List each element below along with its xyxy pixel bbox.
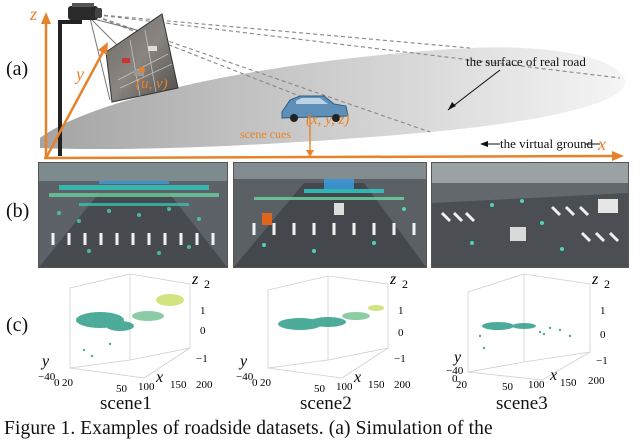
scene1-y-tick-2: 0 (54, 377, 60, 389)
scene1-z-tick-1: 1 (200, 305, 206, 317)
image-plane (105, 13, 179, 103)
scene2-photo (233, 162, 427, 268)
scene2-y-tick-2: 0 (252, 377, 258, 389)
scene1-y-tick-1: −40 (38, 371, 56, 383)
axis-x-label: x (597, 134, 606, 154)
scene3-z-tick-1: 1 (600, 305, 606, 317)
scene3-z-label: z (591, 271, 599, 288)
scene1-x-tick-4: 200 (196, 379, 213, 391)
scene1-photo (38, 162, 228, 268)
scene3-x-label: x (549, 367, 557, 384)
scene2-z-tick-1: 1 (398, 305, 404, 317)
scene3-z-tick-3: −1 (596, 355, 608, 367)
scene3-y-label: y (452, 349, 462, 366)
scene3-x-tick-2: 100 (528, 379, 545, 391)
scene1-y-tick-3: 20 (62, 377, 74, 389)
point-coord-label: (x, y, z) (306, 112, 349, 128)
scene2-z-tick-3: −1 (394, 353, 406, 365)
panel-a-diagram: z y x (u, v) (x, y, z) scene cues the su… (29, 3, 626, 161)
scene2-x-tick-3: 150 (368, 379, 385, 391)
scene1-z-label: z (191, 271, 199, 288)
scene1-z-tick-2: 0 (200, 325, 206, 337)
axis-z-label: z (29, 4, 37, 24)
scene2-3d-plot: z 2 1 0 −1 y −40 0 20 x 50 100 150 200 (236, 271, 411, 395)
scene1-x-tick-2: 100 (138, 381, 155, 393)
scene2-y-tick-1: −40 (236, 371, 254, 383)
pixel-coord-label: (u, v) (136, 76, 168, 92)
panel-c-label: (c) (6, 314, 29, 336)
scene2-z-label: z (389, 271, 397, 288)
scene1-x-label: x (155, 369, 163, 386)
camera-pole (58, 20, 62, 156)
scene3-z-top: 2 (604, 277, 610, 291)
scene1-z-top: 2 (204, 277, 210, 291)
scene3-3d-plot: z 2 1 0 −1 y −40 0 20 x 50 100 150 200 (446, 271, 610, 393)
scene3-label: scene3 (496, 393, 548, 414)
real-road-surface (40, 47, 626, 150)
figure-caption: Figure 1. Examples of roadside datasets.… (4, 418, 493, 439)
scene2-label: scene2 (300, 393, 352, 414)
car-icon (281, 95, 349, 122)
scene2-y-label: y (238, 353, 248, 370)
scene1-x-tick-3: 150 (170, 379, 187, 391)
scene2-x-tick-1: 50 (314, 383, 326, 395)
scene1-y-label: y (40, 353, 50, 370)
panel-a-label: (a) (6, 58, 29, 80)
scene3-x-tick-1: 50 (502, 381, 514, 393)
scene2-y-tick-3: 20 (260, 377, 272, 389)
scene3-x-tick-4: 200 (588, 375, 605, 387)
camera-icon (68, 3, 102, 20)
scene3-y-tick-3: 20 (456, 379, 468, 391)
real-road-label: the surface of real road (466, 54, 586, 69)
scene2-x-label: x (353, 369, 361, 386)
scene3-x-tick-3: 150 (560, 377, 577, 389)
scene1-label: scene1 (100, 393, 152, 414)
scene3-photo (431, 162, 629, 268)
panel-b-label: (b) (6, 200, 30, 222)
scene3-z-tick-2: 0 (600, 329, 606, 341)
scene2-z-top: 2 (402, 277, 408, 291)
scene2-z-tick-2: 0 (398, 327, 404, 339)
scene1-x-tick-1: 50 (116, 383, 128, 395)
scene1-z-tick-3: −1 (196, 353, 208, 365)
scene3-y-tick-2: 0 (452, 373, 458, 385)
scene2-x-tick-2: 100 (336, 381, 353, 393)
virtual-ground-label: the virtual ground (500, 136, 594, 151)
axis-y-label: y (74, 64, 84, 84)
scene2-x-tick-4: 200 (394, 379, 411, 391)
scene-cues-label: scene cues (240, 127, 291, 141)
scene3-y-tick-1: −40 (446, 365, 464, 377)
scene1-3d-plot: z 2 1 0 −1 y −40 0 20 x 50 100 150 200 (38, 271, 213, 395)
